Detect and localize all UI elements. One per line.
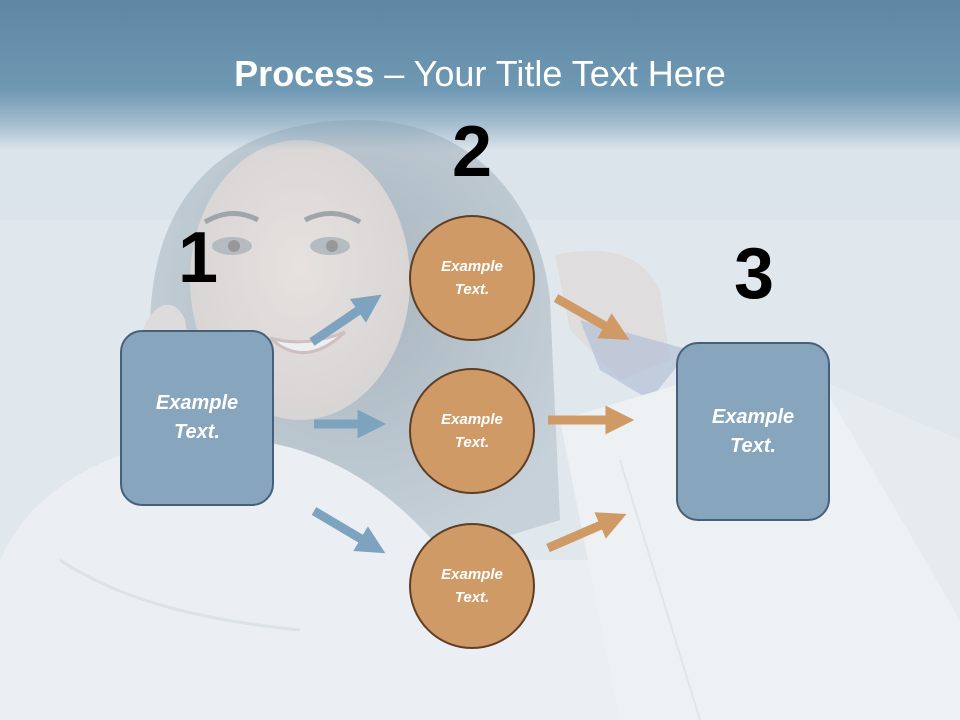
title-rest: – Your Title Text Here <box>374 53 726 94</box>
step-number-1: 1 <box>177 218 219 298</box>
step2-circle-top: Example Text. <box>409 215 535 341</box>
step1-box: Example Text. <box>120 330 274 506</box>
arrow-orange-up <box>546 512 627 553</box>
step2-circle-bottom: Example Text. <box>409 523 535 649</box>
circle-middle-text: Example Text. <box>441 411 503 451</box>
title-band <box>0 0 960 150</box>
circle-top-text: Example Text. <box>441 258 503 298</box>
step-number-3: 3 <box>733 234 775 314</box>
step3-box: Example Text. <box>676 342 830 521</box>
step3-box-text: Example Text. <box>711 405 795 457</box>
arrow-blue-down <box>311 507 386 554</box>
arrow-blue-up <box>309 294 382 346</box>
step1-box-text: Example Text. <box>155 392 239 443</box>
title-bold: Process <box>234 53 375 94</box>
step2-circle-middle: Example Text. <box>409 368 535 494</box>
step-number-2: 2 <box>451 112 493 192</box>
slide-title: Process – Your Title Text Here <box>0 52 960 96</box>
circle-bottom-text: Example Text. <box>441 566 503 606</box>
arrow-orange-down <box>553 294 630 341</box>
